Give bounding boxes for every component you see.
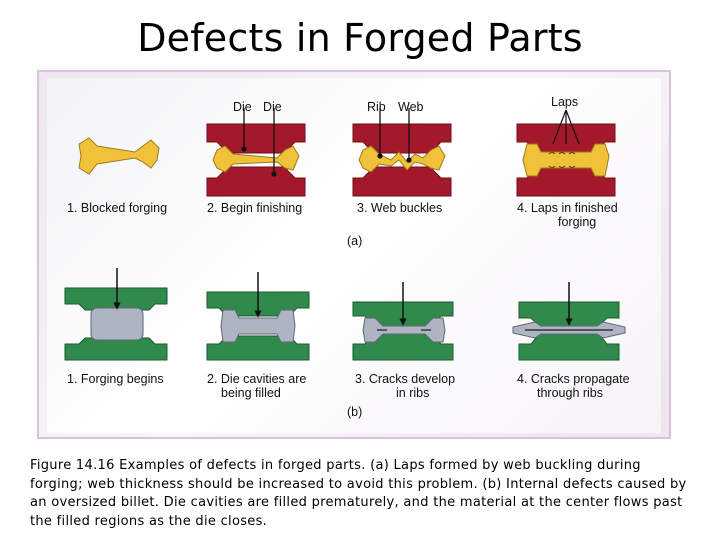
die-lower-a3 (352, 166, 452, 197)
workpiece-a2 (212, 145, 300, 173)
workpiece-a4 (522, 143, 610, 177)
laps-pointer-right (565, 109, 580, 145)
caption-b4-line2: through ribs (537, 386, 603, 400)
figure-panel: Die Die Rib Web (47, 78, 661, 433)
caption-a4-line1: 4. Laps in finished (517, 201, 618, 215)
label-die-2: Die (263, 100, 282, 114)
billet-b1 (90, 307, 144, 341)
figure-frame: Die Die Rib Web (37, 70, 671, 439)
label-die-1: Die (233, 100, 252, 114)
slide-title: Defects in Forged Parts (137, 16, 583, 60)
label-web: Web (398, 100, 424, 114)
figure-caption: Figure 14.16 Examples of defects in forg… (30, 458, 687, 529)
caption-a4-line2: forging (558, 215, 596, 229)
caption-b3-line2: in ribs (396, 386, 429, 400)
caption-b2-line2: being filled (221, 386, 281, 400)
rib-pointer-dot (377, 153, 383, 159)
caption-b1: 1. Forging begins (67, 372, 164, 386)
die-pointer-lower-dot (271, 171, 277, 177)
die-pointer-upper-dot (241, 146, 247, 152)
die-lower-b1 (64, 337, 168, 361)
caption-a1: 1. Blocked forging (67, 201, 167, 215)
caption-b3-line1: 3. Cracks develop (355, 372, 455, 386)
part-label-b: (b) (347, 405, 362, 419)
part-label-a: (a) (347, 234, 362, 248)
die-lower-a2 (206, 166, 306, 197)
caption-a2: 2. Begin finishing (207, 201, 302, 215)
workpiece-b3 (362, 317, 446, 343)
caption-a3: 3. Web buckles (357, 201, 442, 215)
caption-b4-line1: 4. Cracks propagate (517, 372, 630, 386)
blocked-forging-part (78, 137, 160, 175)
workpiece-b2 (220, 309, 296, 343)
caption-b2-line1: 2. Die cavities are (207, 372, 306, 386)
label-rib: Rib (367, 100, 386, 114)
laps-pointer-left (552, 109, 567, 145)
die-upper-b1 (64, 287, 168, 311)
label-laps: Laps (551, 95, 578, 109)
web-pointer-dot (406, 157, 412, 163)
workpiece-a3 (358, 145, 446, 173)
forging-defects-diagram: Die Die Rib Web (64, 95, 630, 419)
